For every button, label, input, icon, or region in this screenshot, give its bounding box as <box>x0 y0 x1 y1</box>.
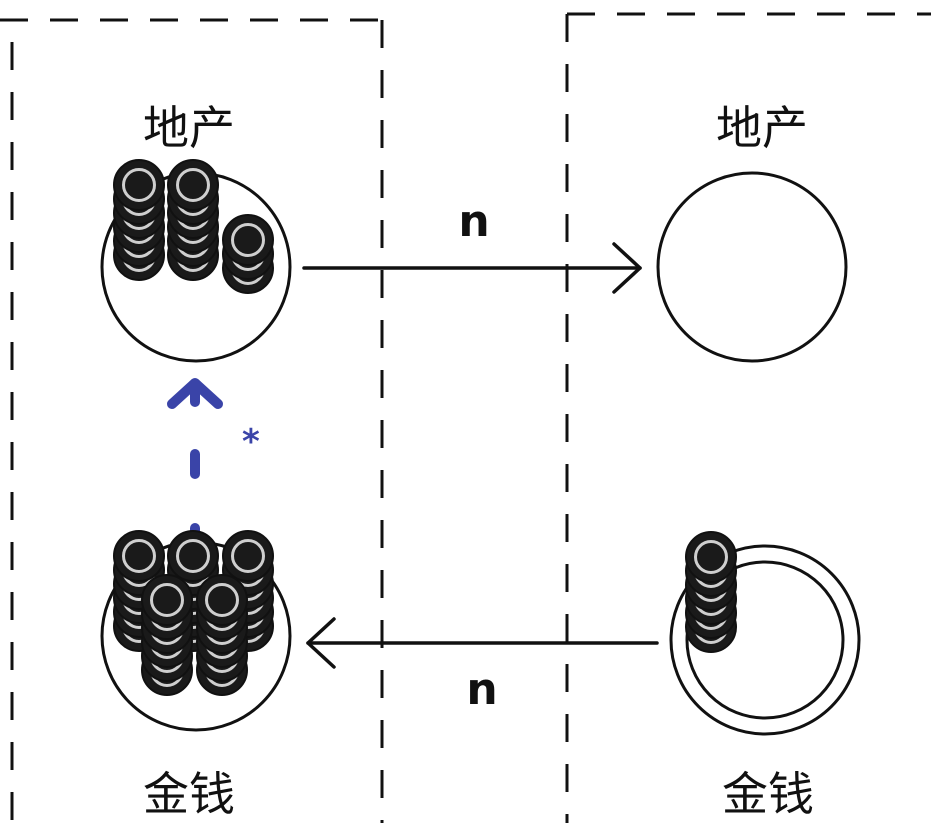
right-money-label: 金钱 <box>722 767 814 821</box>
right-property-label: 地产 <box>716 101 808 155</box>
coin-ring <box>176 168 210 202</box>
left-property-coin-stacks <box>113 159 274 294</box>
coin-ring <box>150 583 184 617</box>
coin-ring <box>205 583 239 617</box>
coin-ring <box>231 539 265 573</box>
coin-ring <box>176 539 210 573</box>
right-money-coin-stack <box>685 531 737 653</box>
left-money-label: 金钱 <box>143 767 235 821</box>
conversion-label: * <box>242 422 260 462</box>
bottom-arrow-label: n <box>466 664 498 715</box>
left-money-coin-stacks <box>113 530 274 696</box>
left-property-label: 地产 <box>143 101 235 155</box>
money-transfer-arrow <box>306 617 659 669</box>
coin-ring <box>694 540 728 574</box>
coin-ring <box>122 168 156 202</box>
coin-ring <box>122 539 156 573</box>
panel-borders <box>0 12 931 823</box>
conversion-arrow <box>167 378 223 541</box>
right-money-inner-circle <box>685 560 845 720</box>
top-arrow-label: n <box>458 196 490 247</box>
coin-ring <box>231 223 265 257</box>
right-money-outer-circle <box>669 544 861 736</box>
property-transfer-arrow <box>302 242 642 294</box>
right-property-circle <box>656 171 848 363</box>
